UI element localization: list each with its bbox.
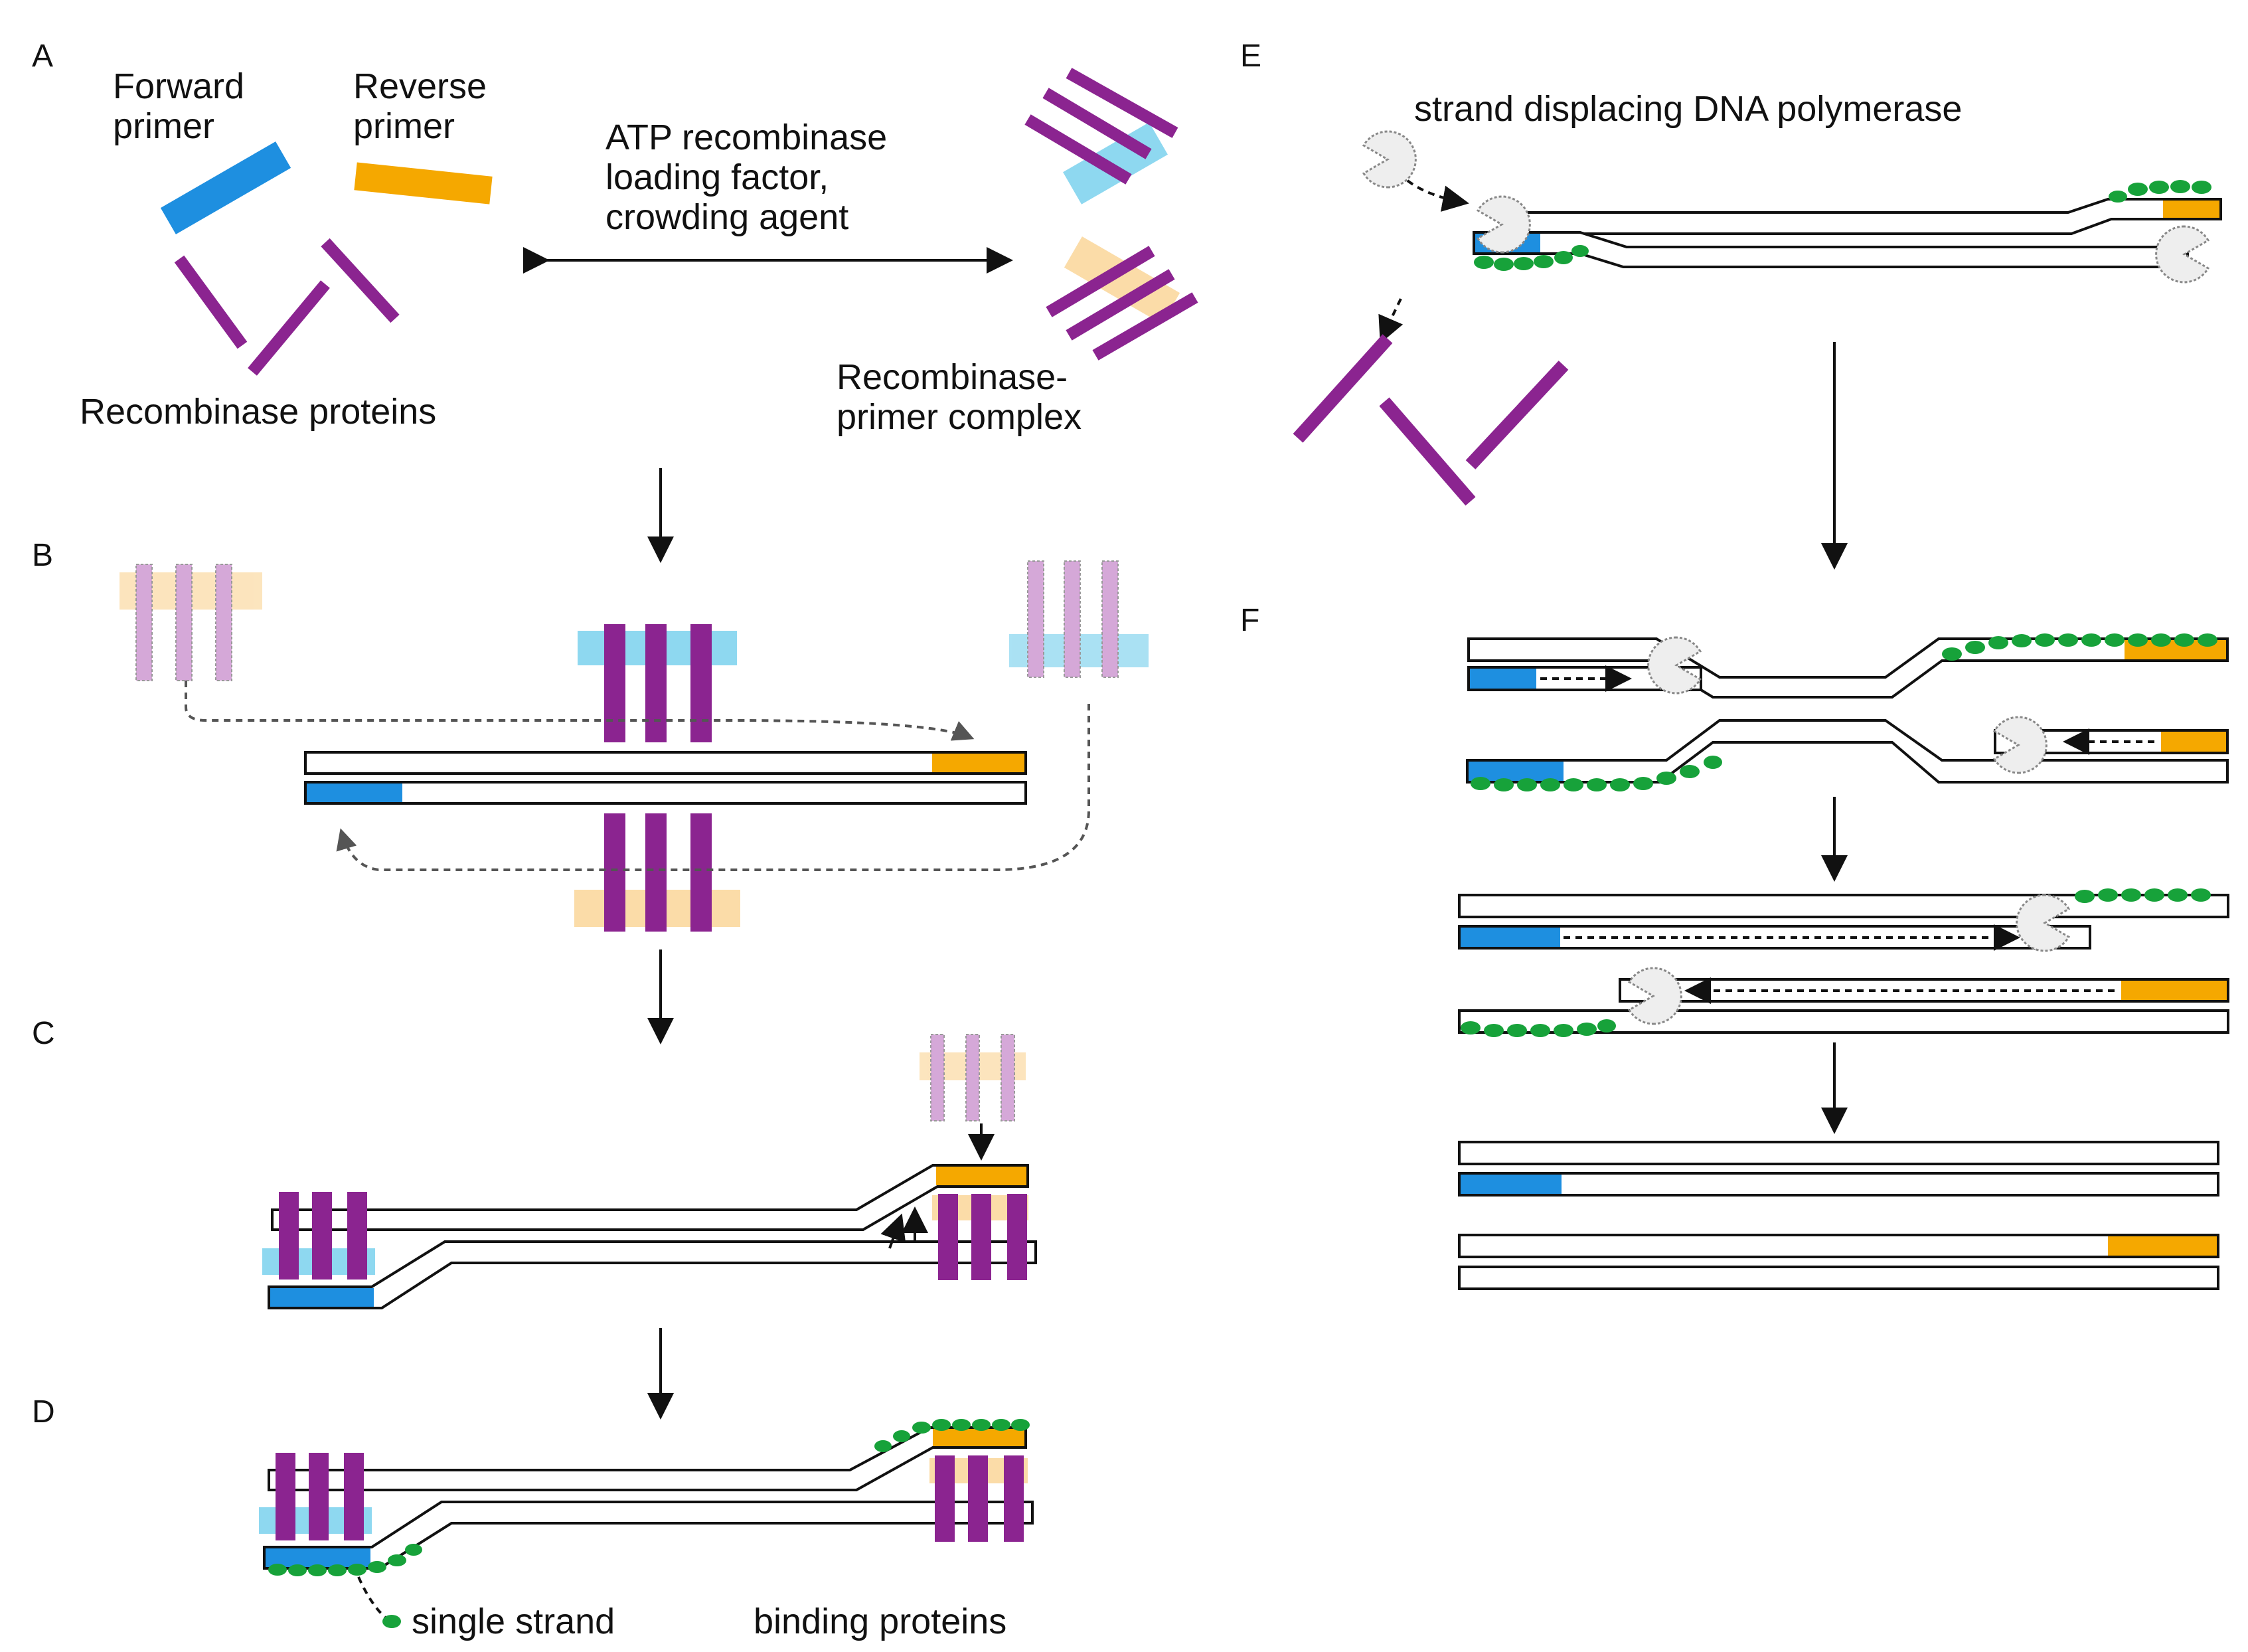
- polymerase-icon: [1362, 130, 1417, 189]
- panel-letter-b: B: [32, 538, 53, 573]
- polymerase-label: strand displacing DNA polymerase: [1414, 89, 1962, 129]
- recombinase-forward-complex-icon: [1024, 68, 1178, 205]
- recombinase-proteins-icon: [174, 238, 400, 376]
- search-path-arrow-1: [185, 681, 975, 741]
- forward-primer-icon: [160, 141, 291, 234]
- panel-f: F: [1240, 603, 2229, 1290]
- ssb-chain-left: [268, 1544, 422, 1576]
- panel-letter-d: D: [32, 1394, 55, 1430]
- ssb-protein-icon: [382, 1615, 401, 1628]
- panel-b: B: [32, 538, 1149, 1044]
- template-strand-bottom: [304, 781, 1027, 805]
- panel-letter-c: C: [32, 1016, 55, 1051]
- search-path-arrow-2: [336, 704, 1090, 871]
- panel-c: C: [32, 1016, 1037, 1420]
- panel-d: D single strand binding pr: [32, 1394, 1034, 1641]
- complex-label: Recombinase-primer complex: [837, 357, 1082, 437]
- incoming-complex-icon: [920, 1034, 1026, 1121]
- faded-forward-complex-icon: [1009, 560, 1149, 678]
- ssb-label-1: single strand: [412, 1602, 615, 1641]
- reverse-primer-icon: [354, 162, 493, 205]
- recombinase-reverse-complex-icon: [1046, 236, 1198, 361]
- ssb-chain-right: [874, 1419, 1030, 1452]
- panel-letter-f: F: [1240, 603, 1259, 638]
- ssb-label-2: binding proteins: [754, 1602, 1006, 1641]
- panel-letter-a: A: [32, 39, 53, 74]
- recombinase-proteins-label: Recombinase proteins: [80, 392, 436, 432]
- released-recombinase-icon: [1293, 334, 1569, 506]
- template-strand-top: [304, 751, 1027, 775]
- panel-e: E strand displacing DNA polymerase: [1240, 39, 2222, 570]
- panel-letter-e: E: [1240, 39, 1261, 74]
- faded-reverse-complex-icon: [120, 564, 262, 681]
